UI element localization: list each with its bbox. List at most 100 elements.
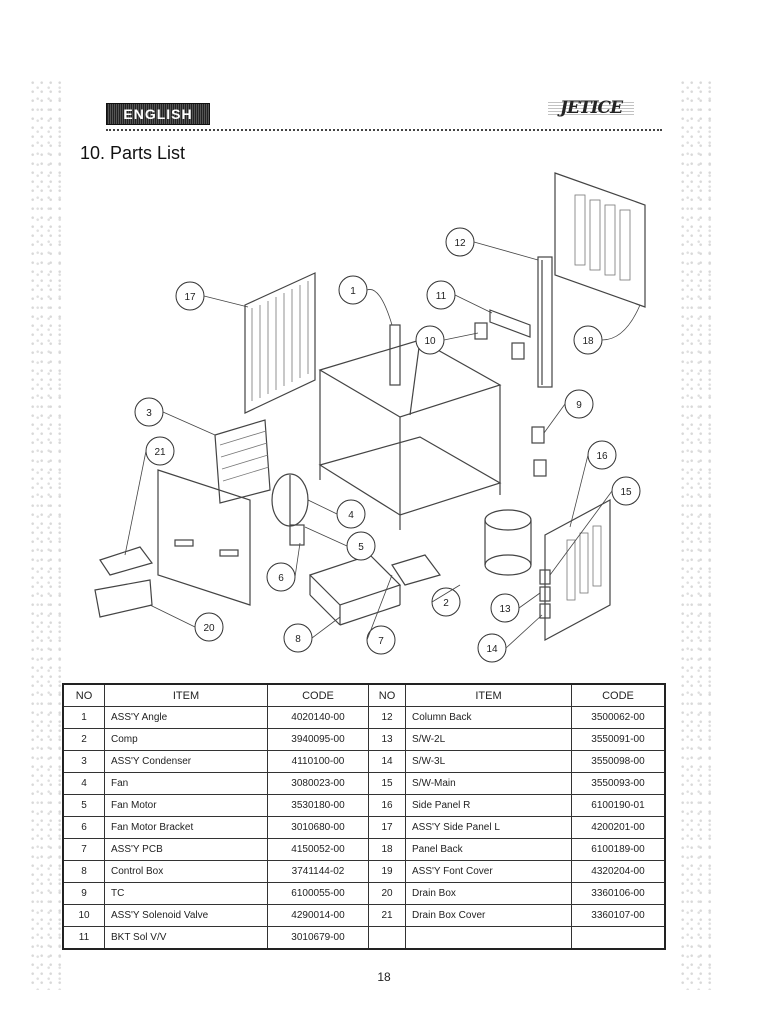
cell-no: 2 bbox=[62, 728, 105, 751]
decorative-border-left bbox=[30, 80, 64, 990]
cell-no: 17 bbox=[368, 816, 406, 839]
header-no: NO bbox=[62, 683, 105, 707]
cell-item: Fan bbox=[104, 772, 268, 795]
cell-no: 5 bbox=[62, 794, 105, 817]
control-box-drawing bbox=[308, 554, 402, 626]
cell-no: 13 bbox=[368, 728, 406, 751]
table-header-row: NO ITEM CODE NO ITEM CODE bbox=[62, 683, 666, 707]
cell-no: 19 bbox=[368, 860, 406, 883]
cell-code: 3500062-00 bbox=[571, 706, 666, 729]
cell-code: 3940095-00 bbox=[267, 728, 369, 751]
cell-item: Control Box bbox=[104, 860, 268, 883]
drain-parts-drawing bbox=[94, 546, 154, 618]
cell-no: 12 bbox=[368, 706, 406, 729]
svg-text:20: 20 bbox=[203, 623, 215, 634]
cell-item bbox=[405, 926, 572, 950]
cell-no: 21 bbox=[368, 904, 406, 927]
parts-table: NO ITEM CODE NO ITEM CODE 1 ASS'Y Angle … bbox=[62, 683, 666, 950]
header-rule bbox=[106, 129, 662, 134]
cell-item: S/W-2L bbox=[405, 728, 572, 751]
cell-item: Panel Back bbox=[405, 838, 572, 861]
header-code: CODE bbox=[267, 683, 369, 707]
cell-item: Fan Motor Bracket bbox=[104, 816, 268, 839]
callout-5: 5 bbox=[346, 531, 376, 561]
compressor-drawing bbox=[484, 509, 532, 576]
cell-item: ASS'Y PCB bbox=[104, 838, 268, 861]
svg-text:5: 5 bbox=[358, 542, 364, 553]
table-row: 4 Fan 3080023-00 15 S/W-Main 3550093-00 bbox=[62, 772, 666, 795]
svg-text:18: 18 bbox=[582, 336, 594, 347]
callout-1: 1 bbox=[338, 275, 368, 305]
cell-item: ASS'Y Solenoid Valve bbox=[104, 904, 268, 927]
svg-text:7: 7 bbox=[378, 636, 384, 647]
table-row: 11 BKT Sol V/V 3010679-00 bbox=[62, 926, 666, 950]
cell-no: 10 bbox=[62, 904, 105, 927]
svg-text:1: 1 bbox=[350, 286, 356, 297]
cell-item: ASS'Y Font Cover bbox=[405, 860, 572, 883]
callout-14: 14 bbox=[477, 633, 507, 663]
callout-6: 6 bbox=[266, 562, 296, 592]
table-row: 8 Control Box 3741144-02 19 ASS'Y Font C… bbox=[62, 860, 666, 883]
svg-text:10: 10 bbox=[424, 336, 436, 347]
cell-code: 4200201-00 bbox=[571, 816, 666, 839]
cell-no: 14 bbox=[368, 750, 406, 773]
cell-code: 3360106-00 bbox=[571, 882, 666, 905]
table-row: 6 Fan Motor Bracket 3010680-00 17 ASS'Y … bbox=[62, 816, 666, 839]
callout-20: 20 bbox=[194, 612, 224, 642]
callout-21: 21 bbox=[145, 436, 175, 466]
cell-code: 3010680-00 bbox=[267, 816, 369, 839]
svg-text:4: 4 bbox=[348, 510, 354, 521]
callout-3: 3 bbox=[134, 397, 164, 427]
svg-text:6: 6 bbox=[278, 573, 284, 584]
cell-no: 4 bbox=[62, 772, 105, 795]
switches-drawing bbox=[539, 569, 551, 619]
column-back-drawing bbox=[537, 256, 553, 388]
callout-9: 9 bbox=[564, 389, 594, 419]
cell-item: ASS'Y Side Panel L bbox=[405, 816, 572, 839]
cell-item: Drain Box bbox=[405, 882, 572, 905]
cell-code: 3360107-00 bbox=[571, 904, 666, 927]
cell-no: 16 bbox=[368, 794, 406, 817]
table-row: 5 Fan Motor 3530180-00 16 Side Panel R 6… bbox=[62, 794, 666, 817]
cell-item: ASS'Y Condenser bbox=[104, 750, 268, 773]
svg-text:9: 9 bbox=[576, 400, 582, 411]
cell-no: 3 bbox=[62, 750, 105, 773]
cell-code: 6100189-00 bbox=[571, 838, 666, 861]
svg-text:21: 21 bbox=[154, 447, 166, 458]
side-panel-right-drawing bbox=[544, 498, 611, 642]
section-title: 10. Parts List bbox=[80, 143, 186, 163]
callout-13: 13 bbox=[490, 593, 520, 623]
table-row: 10 ASS'Y Solenoid Valve 4290014-00 21 Dr… bbox=[62, 904, 666, 927]
callout-4: 4 bbox=[336, 499, 366, 529]
tc-drawing bbox=[531, 426, 547, 477]
svg-text:8: 8 bbox=[295, 634, 301, 645]
page-number: 18 bbox=[377, 970, 391, 984]
svg-text:13: 13 bbox=[499, 604, 511, 615]
callout-12: 12 bbox=[445, 227, 475, 257]
exploded-parts-diagram: 1 2 3 4 5 6 7 8 9 10 11 12 13 14 15 16 1… bbox=[94, 172, 646, 663]
language-badge: ENGLISH bbox=[106, 103, 210, 125]
cell-no: 8 bbox=[62, 860, 105, 883]
cell-item: S/W-Main bbox=[405, 772, 572, 795]
table-row: 1 ASS'Y Angle 4020140-00 12 Column Back … bbox=[62, 706, 666, 729]
cell-code: 4110100-00 bbox=[267, 750, 369, 773]
cell-code: 4320204-00 bbox=[571, 860, 666, 883]
cell-no: 20 bbox=[368, 882, 406, 905]
cell-item: ASS'Y Angle bbox=[104, 706, 268, 729]
callout-8: 8 bbox=[283, 623, 313, 653]
cell-code: 3080023-00 bbox=[267, 772, 369, 795]
svg-text:3: 3 bbox=[146, 408, 152, 419]
cell-code: 3550093-00 bbox=[571, 772, 666, 795]
table-row: 7 ASS'Y PCB 4150052-00 18 Panel Back 610… bbox=[62, 838, 666, 861]
side-panel-left-drawing bbox=[244, 272, 316, 414]
cell-item: Side Panel R bbox=[405, 794, 572, 817]
cell-no: 11 bbox=[62, 926, 105, 950]
svg-text:15: 15 bbox=[620, 487, 632, 498]
cell-item: S/W-3L bbox=[405, 750, 572, 773]
svg-text:17: 17 bbox=[184, 292, 196, 303]
decorative-border-right bbox=[680, 80, 714, 990]
front-cover-drawing bbox=[157, 469, 251, 606]
cell-no: 6 bbox=[62, 816, 105, 839]
svg-text:2: 2 bbox=[443, 598, 449, 609]
cell-no bbox=[368, 926, 406, 950]
